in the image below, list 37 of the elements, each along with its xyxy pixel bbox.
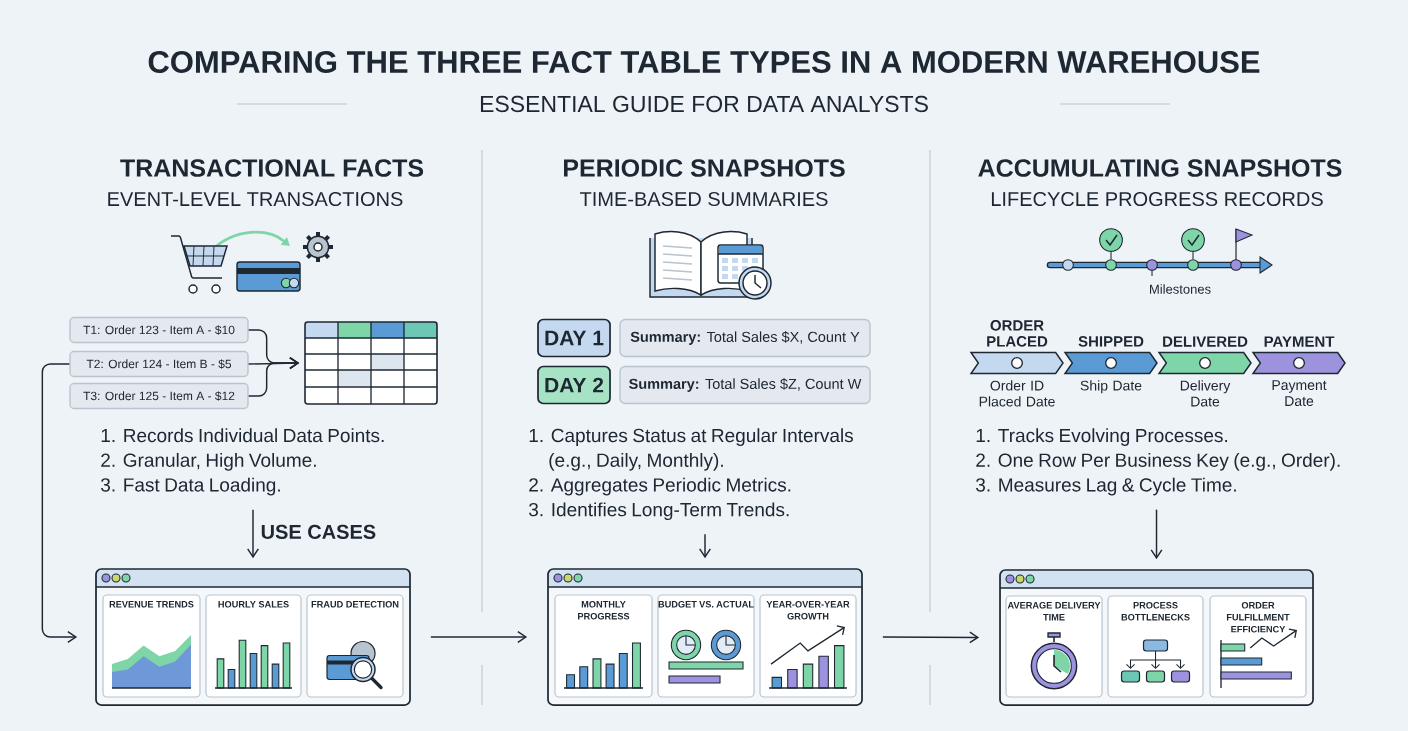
column-subheading: EVENT-LEVEL TRANSACTIONS bbox=[108, 191, 403, 207]
bullet-list: 1. Tracks Evolving Processes. 2. One Row Per Business Key (e.g., Order). 3. Measures Lag & Cycle Time. bbox=[976, 428, 1340, 496]
transaction-box: T1: Order 123 - Item A - $10 bbox=[69, 316, 249, 344]
transaction-box: T2: Order 124 - Item B - $5 bbox=[69, 350, 249, 378]
arrow bbox=[882, 631, 980, 644]
milestones-label: Milestones bbox=[1150, 284, 1211, 294]
arrow bbox=[430, 630, 528, 644]
edge-label: USE CASES bbox=[259, 523, 378, 541]
arrow bbox=[246, 508, 260, 559]
subtitle: ESSENTIAL GUIDE FOR DATA ANALYSTS bbox=[480, 95, 928, 113]
title: COMPARING THE THREE FACT TABLE TYPES IN A MODERN WAREHOUSE bbox=[148, 51, 1260, 73]
bullet-list: 1. Records Individual Data Points. 2. Granular, High Volume. 3. Fast Data Loading. bbox=[101, 428, 384, 496]
arrow bbox=[247, 357, 300, 370]
stage-heading: PAYMENT bbox=[1264, 336, 1335, 347]
stage-heading: ORDER PLACED bbox=[987, 320, 1048, 347]
stage-caption: Payment Date bbox=[1272, 380, 1327, 407]
column-heading: ACCUMULATING SNAPSHOTS bbox=[978, 159, 1342, 177]
stage-caption: Ship Date bbox=[1080, 380, 1142, 394]
column-subheading: LIFECYCLE PROGRESS RECORDS bbox=[991, 191, 1323, 207]
stage-caption: Order ID Placed Date bbox=[979, 380, 1055, 407]
transaction-box: T3: Order 125 - Item A - $12 bbox=[69, 382, 249, 410]
arrow bbox=[1150, 508, 1163, 560]
column-subheading: TIME-BASED SUMMARIES bbox=[580, 191, 828, 207]
arrow bbox=[247, 356, 300, 397]
table-grid bbox=[304, 321, 438, 405]
arrow bbox=[698, 533, 712, 559]
column-heading: PERIODIC SNAPSHOTS bbox=[564, 159, 845, 177]
bullet-list: 1. Captures Status at Regular Intervals (e.g., Daily, Monthly). 2. Aggregates Periodic Metrics. 3. Identifies Long-Term Trends. bbox=[529, 428, 853, 521]
summary-box: Summary: Total Sales $Z, Count W bbox=[619, 365, 871, 405]
stage-heading: SHIPPED bbox=[1078, 336, 1144, 347]
day-badge: DAY 1 bbox=[537, 318, 611, 358]
day-badge: DAY 2 bbox=[537, 365, 611, 405]
stage-caption: Delivery Date bbox=[1180, 380, 1231, 407]
column-heading: TRANSACTIONAL FACTS bbox=[120, 159, 424, 177]
summary-box: Summary: Total Sales $X, Count Y bbox=[619, 318, 871, 358]
arrow bbox=[41, 363, 78, 644]
stage-heading: DELIVERED bbox=[1163, 336, 1248, 347]
